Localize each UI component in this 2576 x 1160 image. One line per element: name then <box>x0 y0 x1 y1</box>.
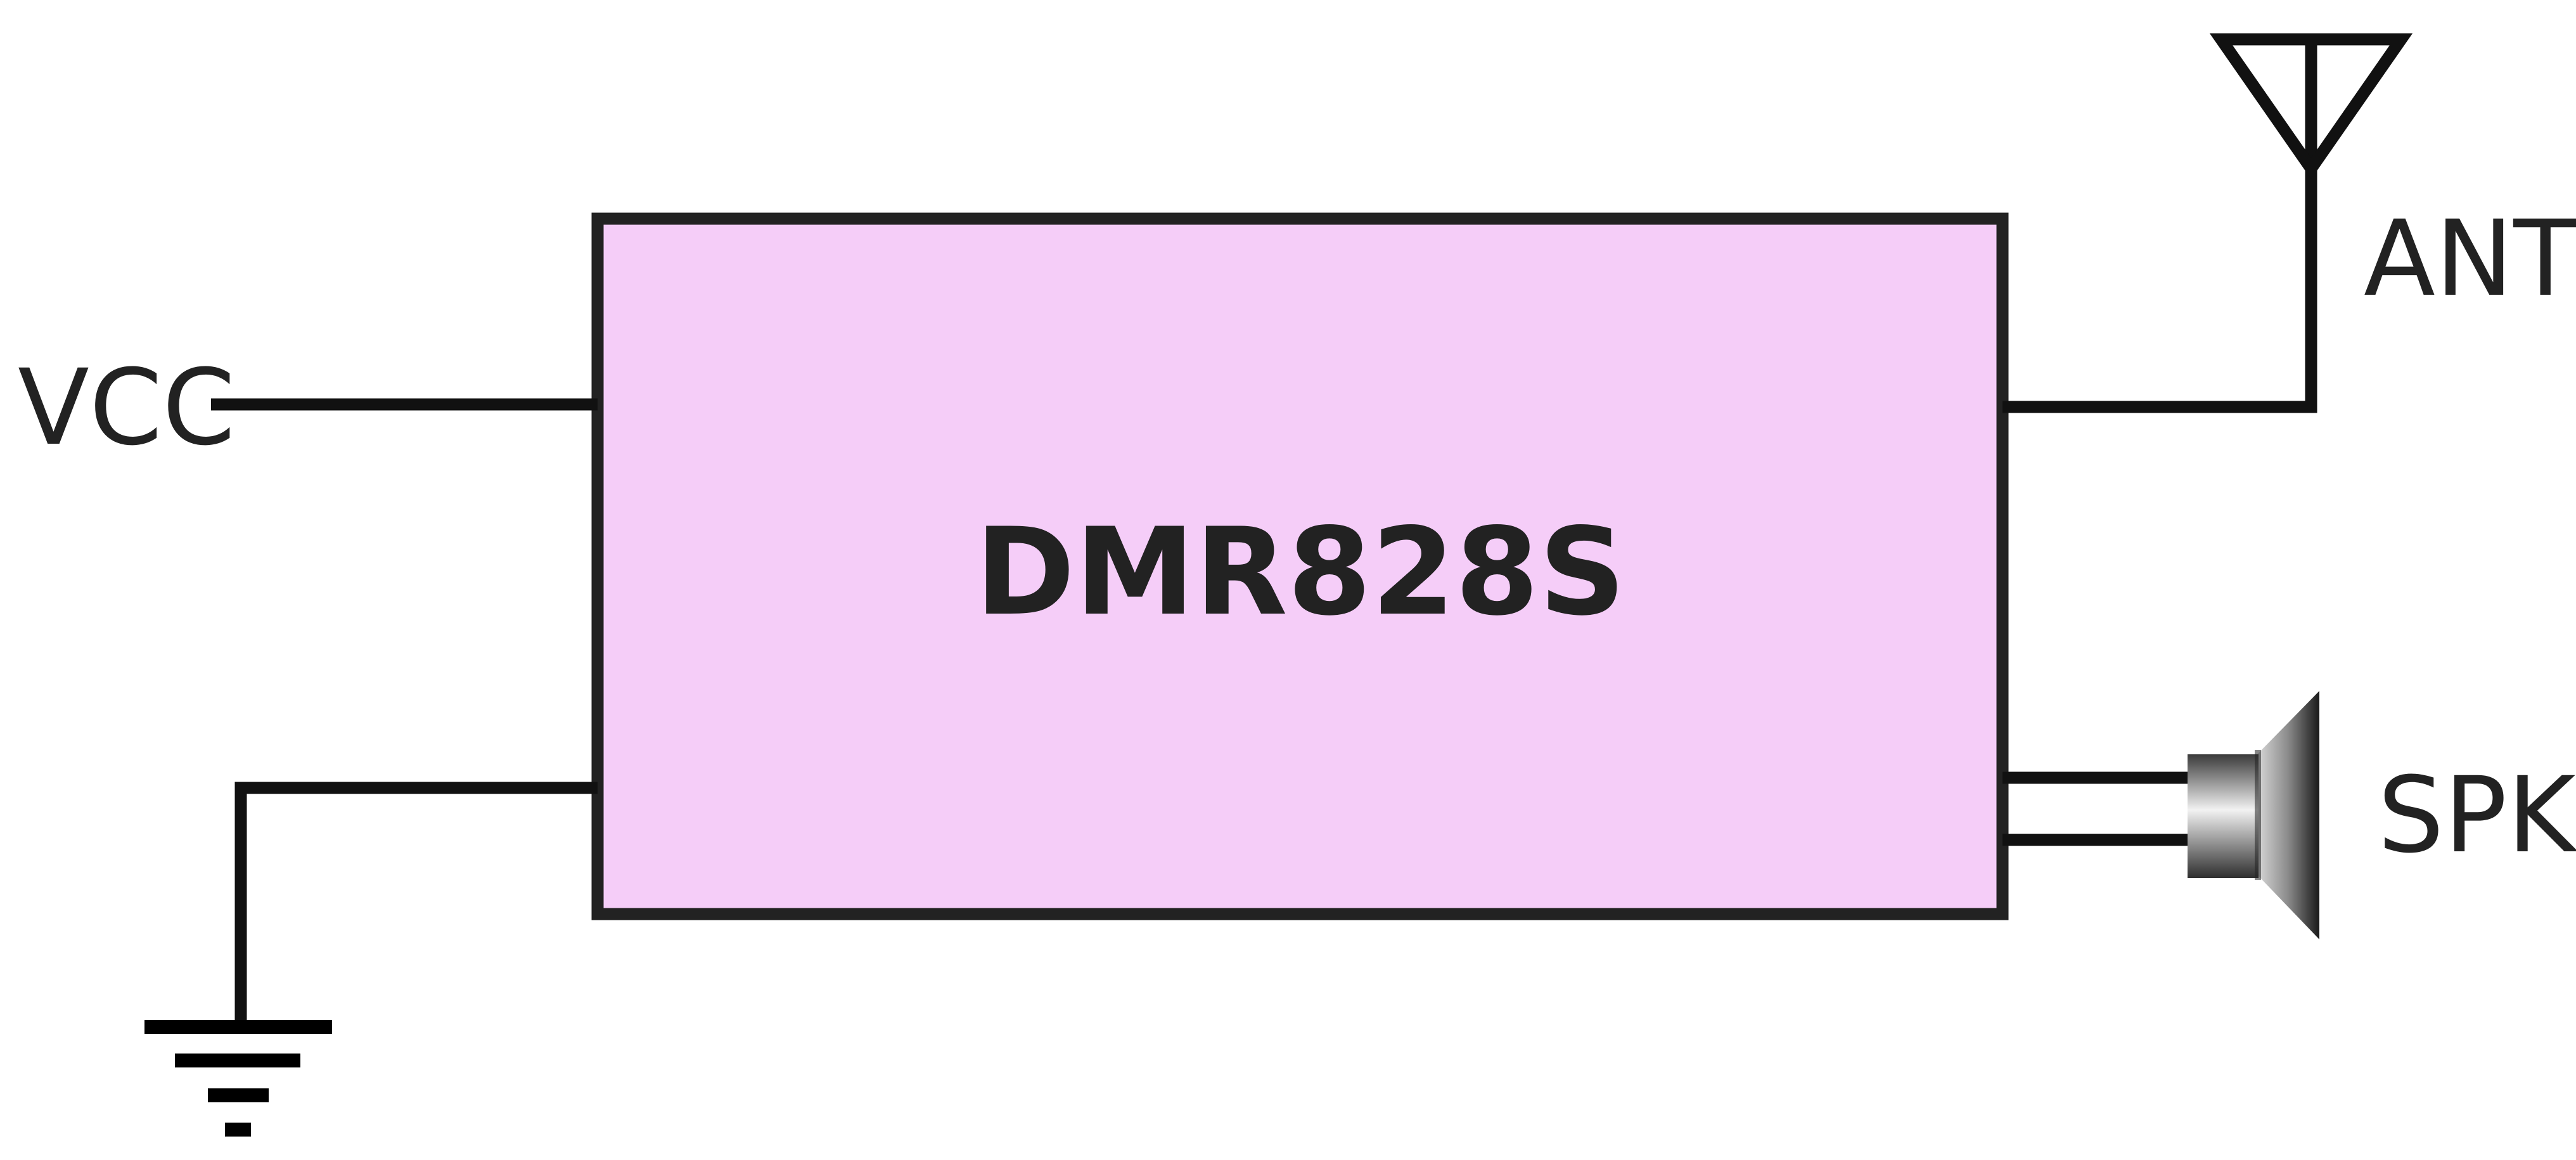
module-box <box>591 212 2009 920</box>
module-label: DMR828S <box>975 502 1626 642</box>
ground-icon <box>144 1020 332 1137</box>
spk-label: SPK <box>2378 754 2576 876</box>
vcc-label: VCC <box>18 347 235 468</box>
ant-label: ANT <box>2364 198 2576 319</box>
speaker-icon <box>2188 691 2319 939</box>
ground-wire <box>234 782 598 1022</box>
antenna-icon <box>2209 33 2413 179</box>
